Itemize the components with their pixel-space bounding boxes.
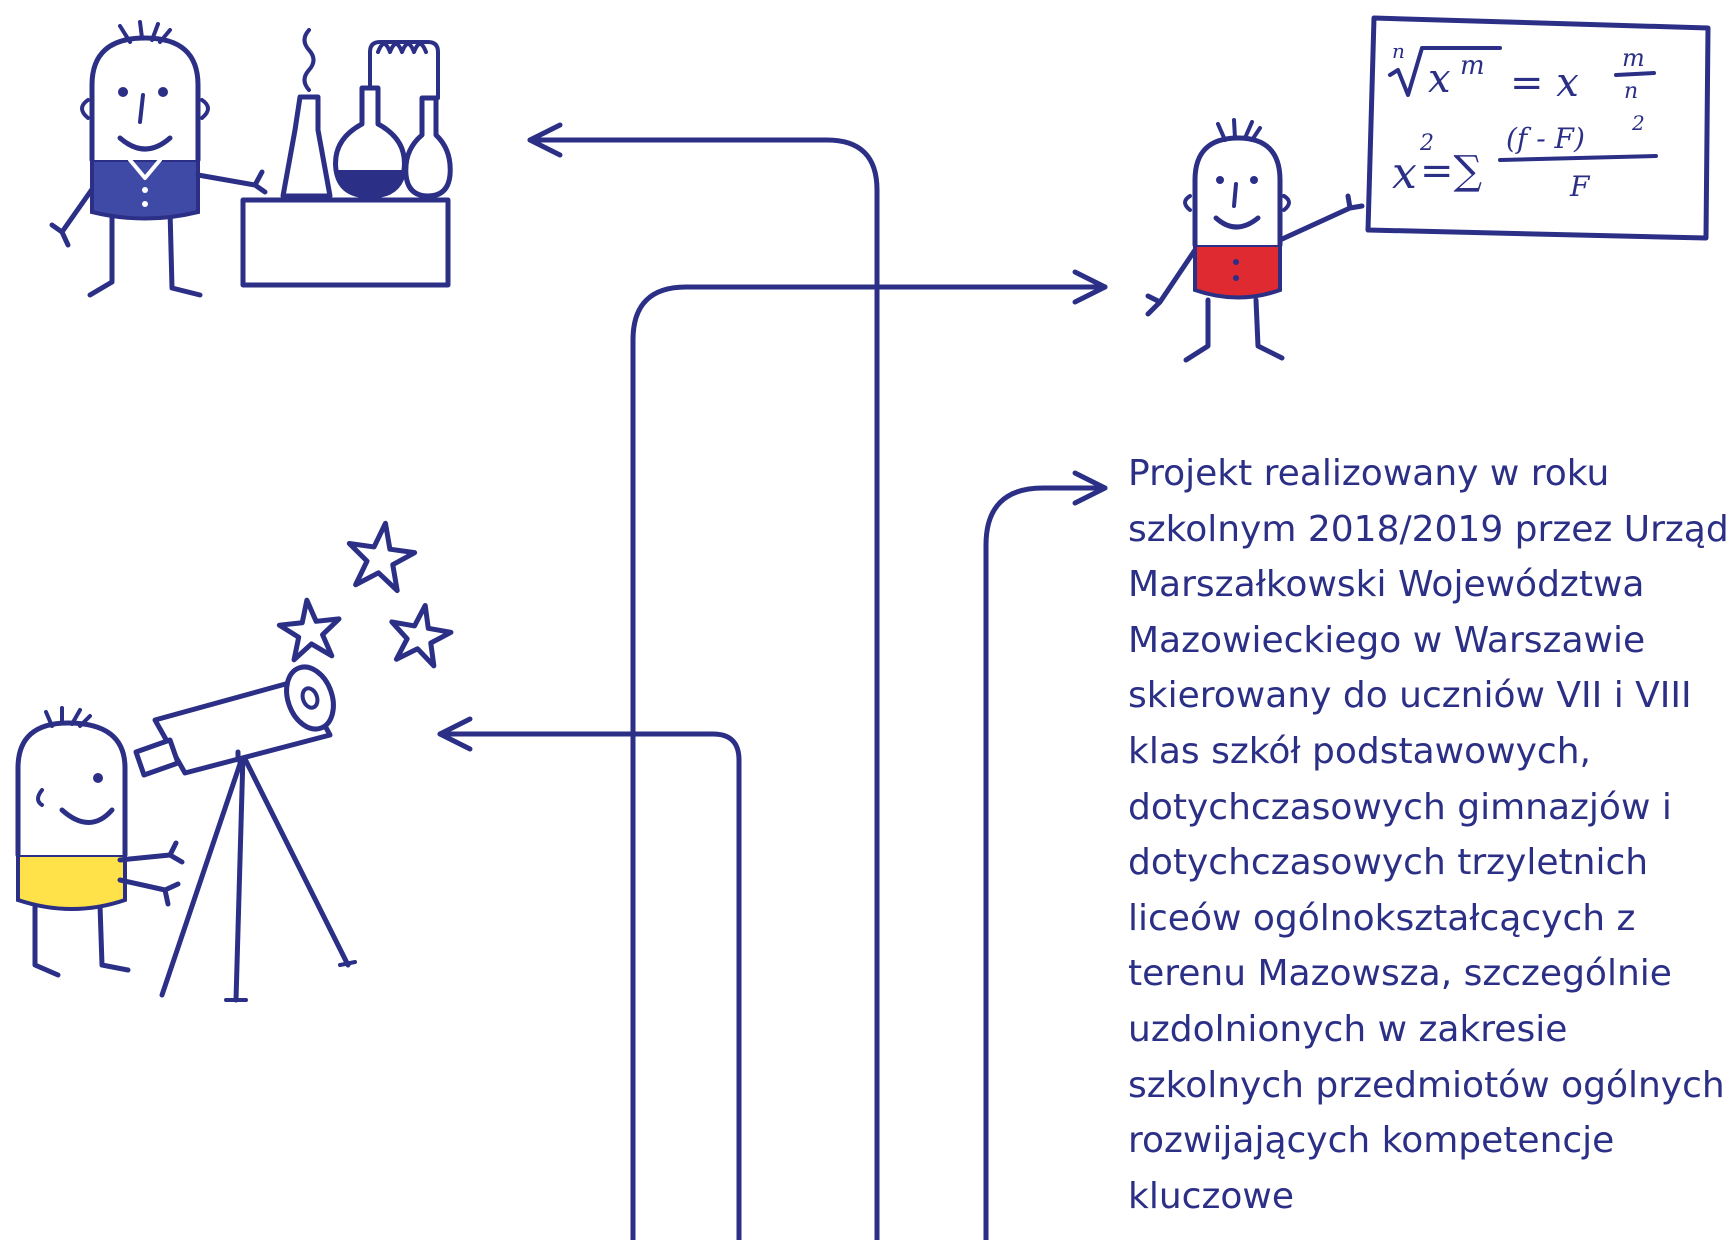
mathematician-illustration: n x m = x m n x 2 =∑ (f - F) 2 F bbox=[1145, 15, 1711, 363]
connector-to-astronomer bbox=[437, 731, 742, 1240]
description-line: klas szkół podstawowych, bbox=[1128, 730, 1591, 772]
description-line: szkolnych przedmiotów ogólnych bbox=[1128, 1064, 1725, 1106]
star-icon bbox=[346, 520, 418, 594]
connector-to-chemist bbox=[527, 137, 880, 1240]
formula-radicand: x bbox=[1428, 56, 1451, 102]
chemist-illustration bbox=[49, 20, 453, 298]
project-description: Projekt realizowany w roku szkolnym 2018… bbox=[1128, 446, 1729, 1224]
connector-lines bbox=[437, 122, 1108, 1240]
description-line: skierowany do uczniów VII i VIII bbox=[1128, 675, 1692, 717]
description-line: kluczowe bbox=[1128, 1175, 1294, 1217]
connector-to-description bbox=[983, 485, 1108, 1240]
arrowhead-mathematician bbox=[1072, 269, 1108, 305]
formula-board: n x m = x m n x 2 =∑ (f - F) 2 F bbox=[1388, 39, 1658, 203]
description-line: dotychczasowych trzyletnich bbox=[1128, 842, 1649, 884]
astronomer-illustration bbox=[15, 520, 454, 1003]
description-line: Projekt realizowany w roku bbox=[1128, 453, 1610, 494]
formula-lhs: x bbox=[1392, 148, 1417, 199]
description-line: dotychczasowych gimnazjów i bbox=[1128, 786, 1672, 828]
formula-root-index: n bbox=[1392, 39, 1405, 63]
formula-frac-den: n bbox=[1624, 79, 1638, 104]
formula-frac2-num-exp: 2 bbox=[1631, 111, 1645, 135]
description-line: Marszałkowski Województwa bbox=[1128, 564, 1645, 606]
arrowhead-chemist bbox=[527, 122, 563, 158]
description-line: terenu Mazowsza, szczególnie bbox=[1128, 953, 1672, 995]
formula-lhs-exp: 2 bbox=[1419, 131, 1434, 156]
arrowhead-description bbox=[1072, 470, 1108, 506]
description-line: szkolnym 2018/2019 przez Urząd bbox=[1128, 508, 1729, 550]
formula-frac2-num: (f - F) bbox=[1506, 122, 1585, 155]
formula-sum: =∑ bbox=[1420, 148, 1483, 194]
description-line: rozwijających kompetencje bbox=[1128, 1120, 1615, 1162]
formula-frac2-den: F bbox=[1569, 170, 1591, 203]
star-icon bbox=[276, 597, 342, 663]
description-line: Mazowieckiego w Warszawie bbox=[1128, 619, 1646, 661]
formula-frac-num: m bbox=[1622, 44, 1645, 72]
arrowhead-astronomer bbox=[437, 716, 473, 752]
formula-equals: = x bbox=[1510, 60, 1579, 106]
description-line: liceów ogólnokształcących z bbox=[1128, 897, 1636, 939]
star-icon bbox=[389, 602, 454, 669]
formula-radicand-exp: m bbox=[1460, 51, 1485, 81]
description-line: uzdolnionych w zakresie bbox=[1128, 1008, 1568, 1050]
connector-to-mathematician bbox=[630, 284, 1108, 1240]
